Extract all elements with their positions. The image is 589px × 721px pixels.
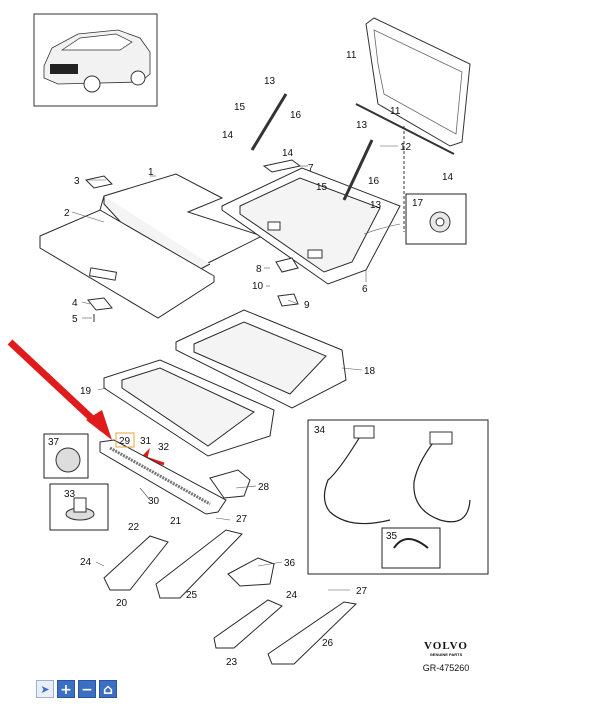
latch-8 bbox=[275, 257, 299, 273]
callout-34: 34 bbox=[314, 425, 326, 436]
callout-32: 32 bbox=[158, 442, 170, 453]
callout-11a: 11 bbox=[346, 50, 357, 61]
callout-29: 29 bbox=[119, 436, 131, 447]
callout-16b: 16 bbox=[368, 176, 380, 187]
zoom-in-button[interactable]: + bbox=[57, 680, 75, 698]
callout-30: 30 bbox=[148, 496, 160, 507]
bracket-28 bbox=[209, 469, 251, 499]
callout-22: 22 bbox=[128, 522, 140, 533]
callout-numbers: 1 2 3 4 5 6 7 8 9 10 11 11 12 13 13 13 1… bbox=[48, 50, 454, 668]
callout-27b: 27 bbox=[356, 586, 368, 597]
trim-panel-20 bbox=[103, 535, 169, 591]
callout-11b: 11 bbox=[390, 106, 401, 117]
callout-7: 7 bbox=[308, 163, 314, 174]
callout-21: 21 bbox=[170, 516, 182, 527]
pointer-button[interactable]: ➤ bbox=[36, 680, 54, 698]
callout-5: 5 bbox=[72, 314, 78, 325]
callout-26: 26 bbox=[322, 638, 334, 649]
callout-31: 31 bbox=[140, 436, 152, 447]
callout-23: 23 bbox=[226, 657, 238, 668]
cursor-icon: ➤ bbox=[40, 683, 50, 696]
leader-lines bbox=[71, 145, 398, 591]
callout-6: 6 bbox=[362, 284, 368, 295]
partition-frame-12 bbox=[355, 17, 471, 232]
detail-box-17 bbox=[363, 193, 467, 245]
callout-14a: 14 bbox=[222, 130, 234, 141]
callout-20: 20 bbox=[116, 598, 128, 609]
callout-14b: 14 bbox=[282, 148, 294, 159]
highlight-arrow-large bbox=[7, 339, 112, 440]
detail-box-37 bbox=[43, 433, 89, 479]
callout-13c: 13 bbox=[370, 200, 382, 211]
callout-17: 17 bbox=[412, 198, 424, 209]
callout-12: 12 bbox=[400, 142, 412, 153]
callout-35: 35 bbox=[386, 531, 398, 542]
callout-3: 3 bbox=[74, 176, 80, 187]
callout-16a: 16 bbox=[290, 110, 302, 121]
callout-24b: 24 bbox=[286, 590, 298, 601]
callout-9: 9 bbox=[304, 300, 310, 311]
callout-2: 2 bbox=[64, 208, 70, 219]
trim-panel-26 bbox=[267, 601, 358, 665]
callout-14c: 14 bbox=[442, 172, 454, 183]
callout-13a: 13 bbox=[264, 76, 276, 87]
callout-13b: 13 bbox=[356, 120, 368, 131]
callout-10: 10 bbox=[252, 281, 264, 292]
callout-28: 28 bbox=[258, 482, 270, 493]
callout-33: 33 bbox=[64, 489, 76, 500]
handle-3 bbox=[85, 175, 113, 189]
zoom-toolbar: ➤ + − ⌂ bbox=[36, 680, 117, 698]
callout-24a: 24 bbox=[80, 557, 92, 568]
home-button[interactable]: ⌂ bbox=[99, 680, 117, 698]
trim-panel-23 bbox=[213, 599, 283, 649]
strut-16b bbox=[342, 139, 374, 201]
callout-19: 19 bbox=[80, 386, 92, 397]
figure-reference: GR-475260 bbox=[422, 663, 470, 673]
floor-panel-2 bbox=[39, 209, 215, 319]
zoom-out-button[interactable]: − bbox=[78, 680, 96, 698]
detail-box-35 bbox=[381, 527, 441, 569]
callout-36: 36 bbox=[284, 558, 296, 569]
brand-subtitle: GENUINE PARTS bbox=[429, 652, 463, 657]
callout-27a: 27 bbox=[236, 514, 248, 525]
trim-panel-25 bbox=[155, 529, 243, 599]
clip-4 bbox=[87, 297, 113, 322]
brand-name: VOLVO bbox=[424, 640, 468, 652]
callout-8: 8 bbox=[256, 264, 262, 275]
callout-15b: 15 bbox=[316, 182, 328, 193]
callout-25: 25 bbox=[186, 590, 198, 601]
tray-36 bbox=[227, 557, 275, 587]
vehicle-thumbnail bbox=[33, 13, 158, 107]
strut-16a bbox=[250, 93, 288, 151]
callout-18: 18 bbox=[364, 366, 376, 377]
tray-18 bbox=[175, 309, 347, 409]
tray-19 bbox=[103, 359, 275, 457]
detail-box-33 bbox=[49, 483, 109, 531]
callout-15a: 15 bbox=[234, 102, 246, 113]
selected-callout-highlight bbox=[115, 432, 135, 448]
callout-4: 4 bbox=[72, 298, 78, 309]
lid-7 bbox=[262, 159, 302, 173]
callout-37: 37 bbox=[48, 437, 60, 448]
callout-1: 1 bbox=[148, 167, 154, 178]
home-icon: ⌂ bbox=[102, 682, 114, 698]
scuff-plate-29 bbox=[99, 439, 227, 515]
